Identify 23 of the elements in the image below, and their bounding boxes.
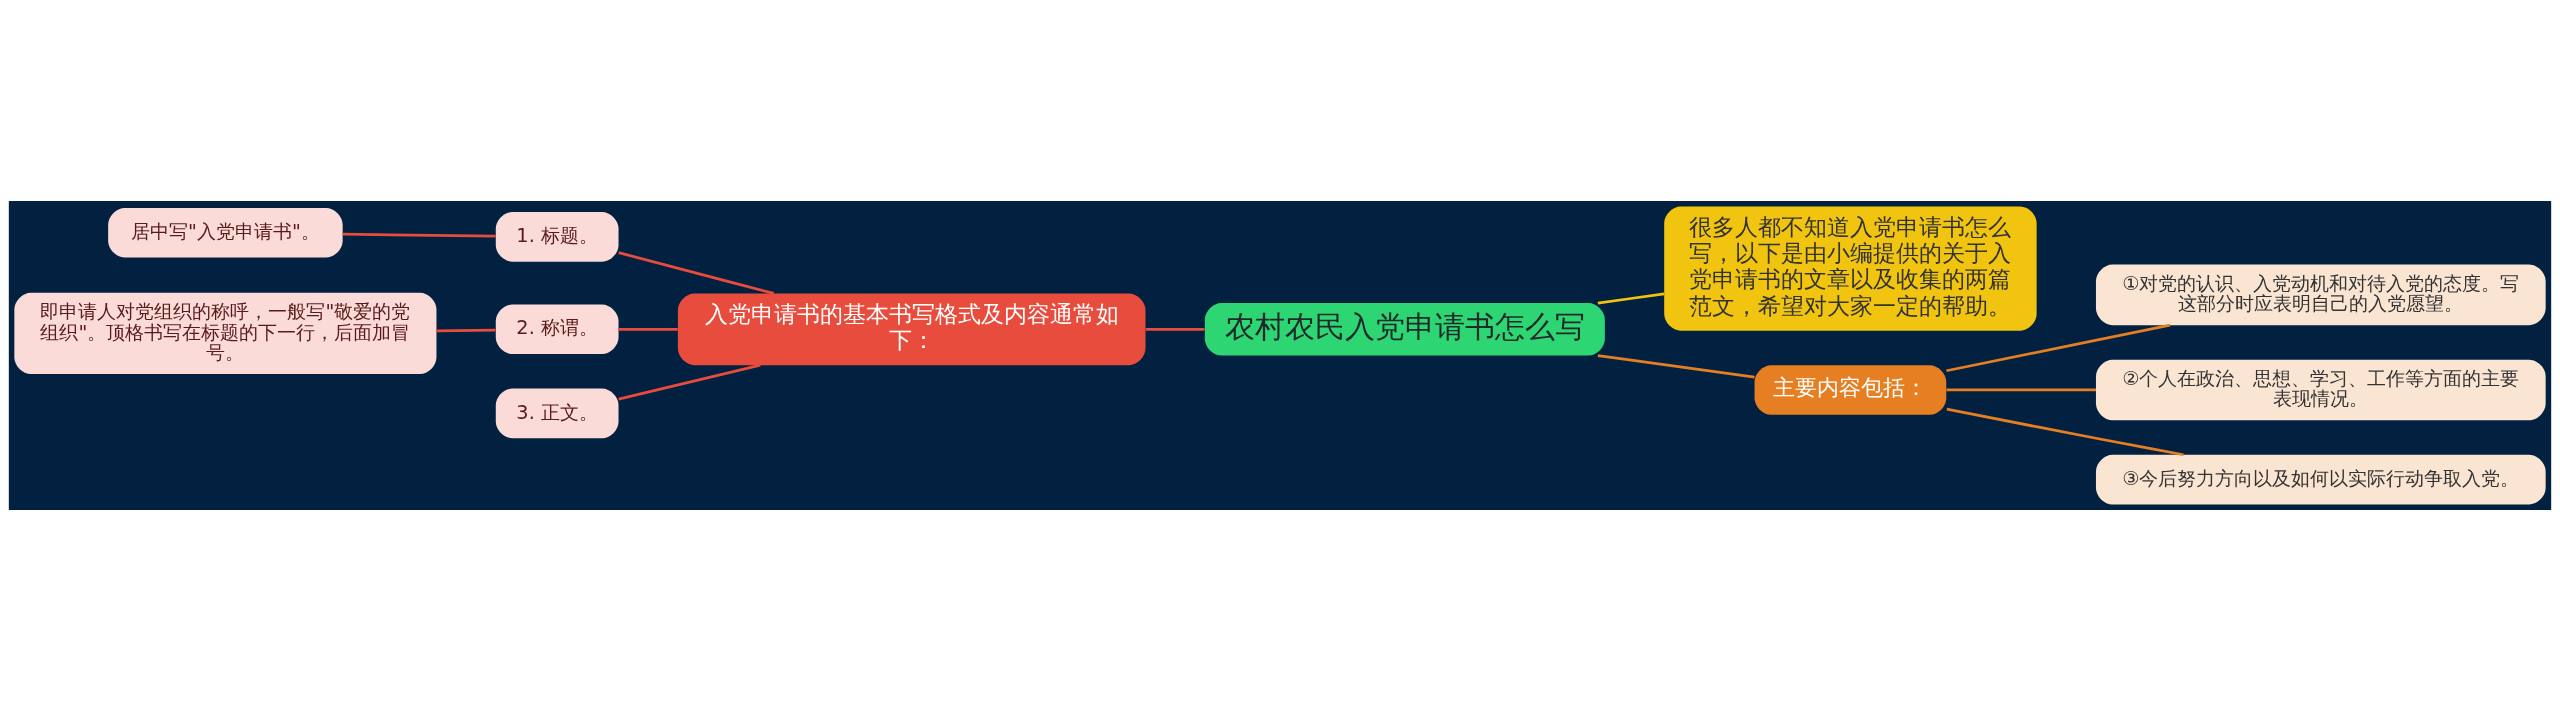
connector bbox=[618, 363, 761, 401]
node-box: 主要内容包括： bbox=[1754, 365, 1947, 415]
node-box: 很多人都不知道入党申请书怎么写，以下是由小编提供的关于入党申请书的文章以及收集的两篇范文，希望对大家一定的帮助。 bbox=[1664, 206, 2037, 331]
connector bbox=[1946, 323, 2171, 373]
connector bbox=[618, 327, 678, 331]
connector bbox=[1597, 354, 1755, 379]
node-box: 入党申请书的基本书写格式及内容通常如下： bbox=[677, 293, 1146, 366]
connector bbox=[1597, 292, 1665, 305]
node-box: ②个人在政治、思想、学习、工作等方面的主要表现情况。 bbox=[2095, 359, 2546, 421]
node-box: ③今后努力方向以及如何以实际行动争取入党。 bbox=[2095, 454, 2546, 505]
node-box: 农村农民入党申请书怎么写 bbox=[1204, 303, 1605, 356]
connector bbox=[1145, 327, 1205, 331]
connector bbox=[618, 251, 775, 295]
connector bbox=[342, 232, 496, 238]
node-box: 1. 标题。 bbox=[495, 212, 619, 262]
node-box: 即申请人对党组织的称呼，一般写"敬爱的党组织"。顶格书写在标题的下一行，后面加冒号。 bbox=[14, 292, 437, 375]
node-box: 居中写"入党申请书"。 bbox=[108, 207, 343, 258]
node-box: ①对党的认识、入党动机和对待入党的态度。写这部分时应表明自己的入党愿望。 bbox=[2095, 264, 2546, 326]
connector bbox=[1946, 388, 2096, 392]
connector bbox=[1946, 407, 2184, 457]
node-box: 2. 称谓。 bbox=[495, 304, 619, 355]
node-box: 3. 正文。 bbox=[495, 388, 619, 439]
connector bbox=[436, 328, 496, 333]
